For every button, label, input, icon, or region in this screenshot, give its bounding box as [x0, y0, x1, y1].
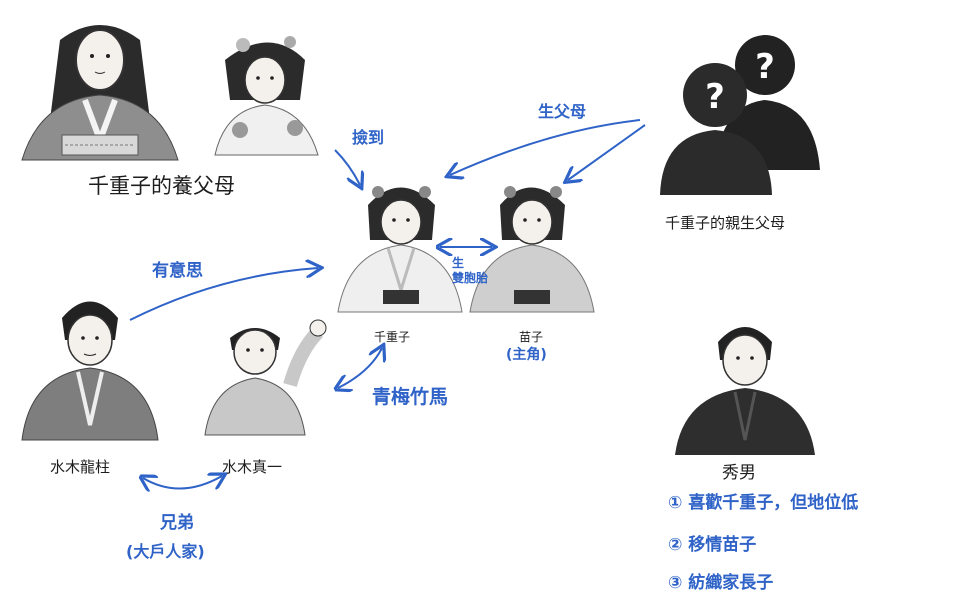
- brothers-note: 兄弟: [160, 513, 194, 533]
- interested-arrow: [129, 268, 318, 321]
- hideo-note-2: ② 移情苗子: [668, 535, 757, 555]
- chieko-figure: [337, 186, 463, 313]
- twins-note-line2: 雙胞胎: [452, 271, 489, 285]
- shinichi-label: 水木真一: [222, 458, 283, 476]
- hideo-note-1: ① 喜歡千重子，但地位低: [668, 493, 859, 513]
- chieko-label: 千重子: [374, 330, 411, 344]
- brothers-arrow: [143, 476, 222, 489]
- svg-text:?: ?: [705, 77, 725, 117]
- biological-parents-label: 千重子的親生父母: [665, 214, 786, 232]
- adoptive-parents-label: 千重子的養父母: [88, 174, 235, 198]
- picked-up-arrow: [334, 149, 360, 185]
- adoptive-mother-figure: [21, 25, 179, 161]
- childhood-friends-note: 青梅竹馬: [372, 386, 449, 408]
- svg-text:?: ?: [755, 47, 775, 87]
- twins-note-line1: 生: [452, 256, 465, 270]
- hideo-label: 秀男: [722, 463, 756, 483]
- rich-family-note: (大戶人家): [126, 542, 205, 561]
- shinichi-figure: [204, 319, 327, 436]
- ryusuke-figure: [21, 301, 159, 441]
- picked-up-note: 撿到: [352, 128, 385, 147]
- birth-parents-note: 生父母: [538, 102, 587, 121]
- ryusuke-label: 水木龍柱: [50, 458, 111, 476]
- hideo-figure: [675, 327, 815, 455]
- twins-note: 生 雙胞胎: [452, 256, 488, 286]
- childhood-friends-arrow: [338, 348, 382, 388]
- birth-parents-arrow-naeko: [568, 124, 646, 180]
- birth-parents-arrow-chieko: [450, 119, 641, 175]
- unknown-parents-figure: ? ?: [660, 35, 820, 195]
- naeko-label: 苗子: [519, 330, 544, 344]
- naeko-note: (主角): [506, 347, 547, 363]
- hideo-note-3: ③ 紡織家長子: [668, 573, 774, 593]
- interested-note: 有意思: [152, 261, 203, 281]
- adoptive-geisha-figure: [214, 36, 319, 156]
- relation-arrows: [129, 119, 646, 489]
- naeko-figure: [469, 186, 595, 313]
